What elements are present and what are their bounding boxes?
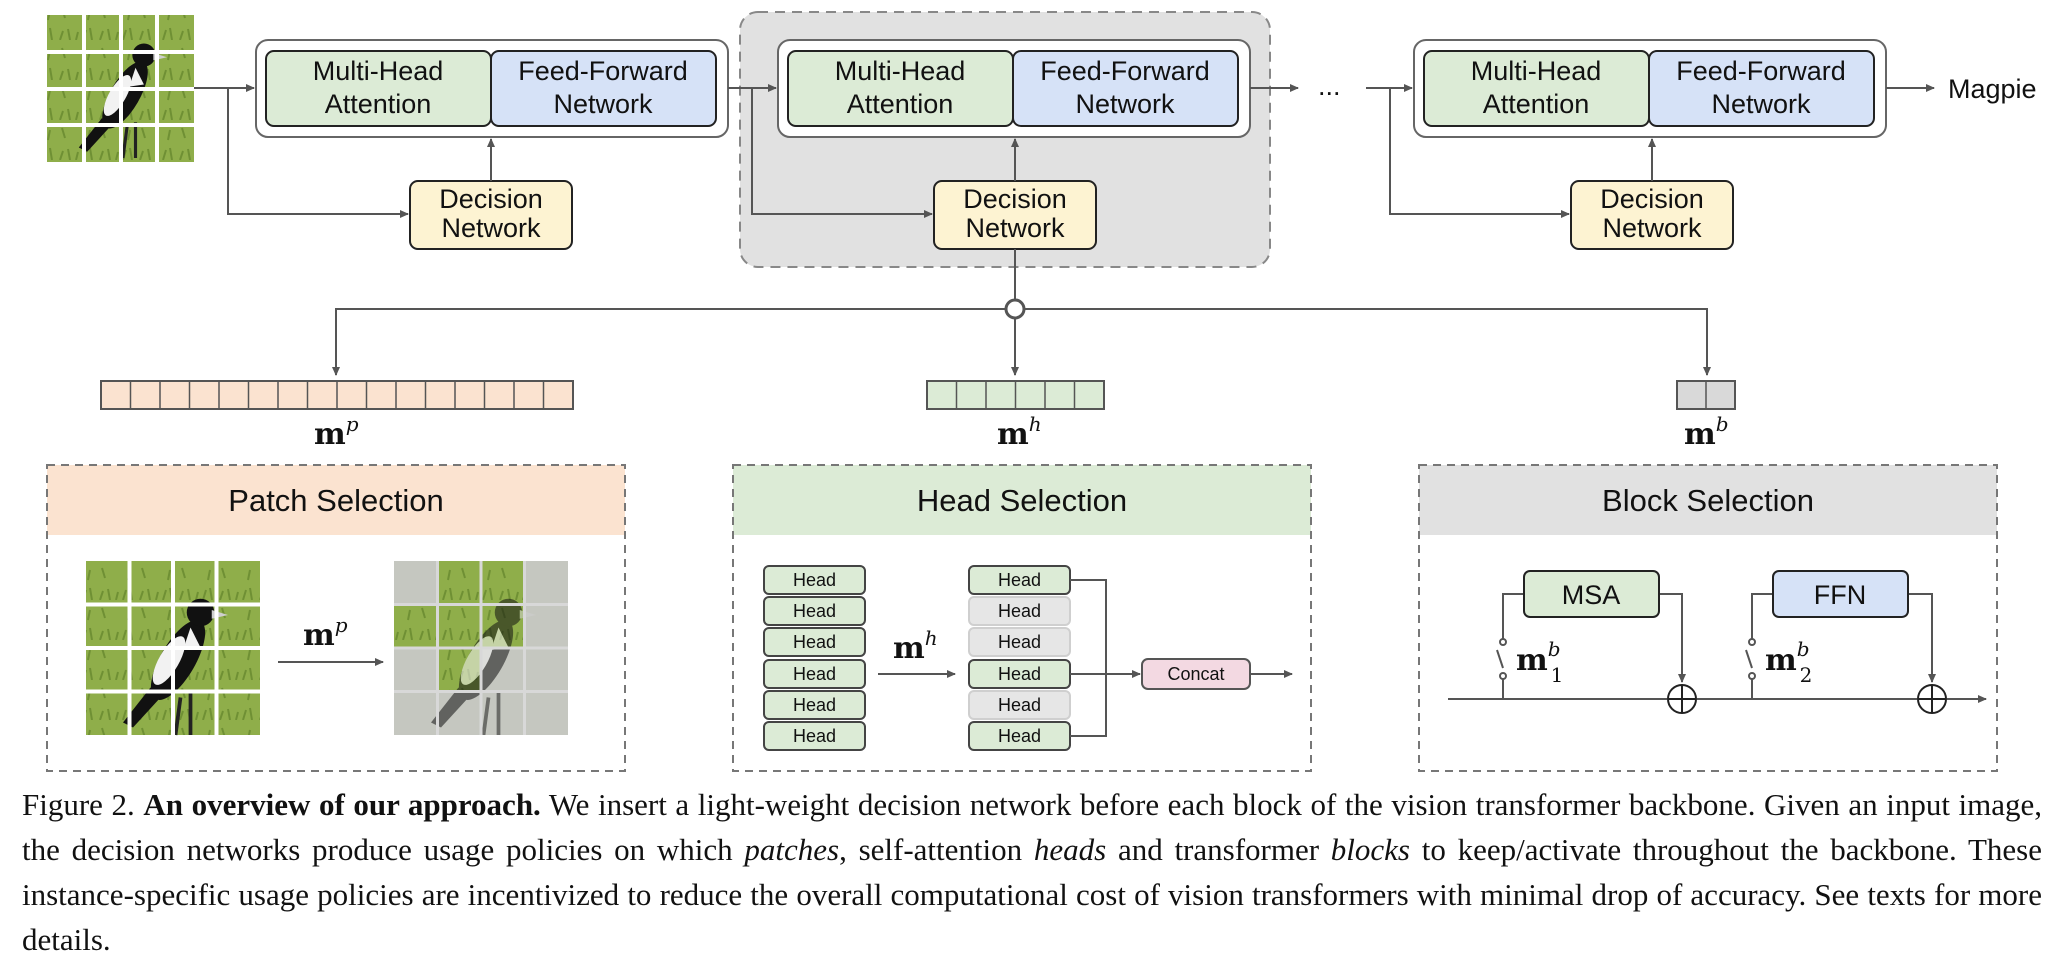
input-head-box <box>763 721 866 751</box>
head-panel-title: Head Selection <box>917 483 1127 518</box>
concat-label: Concat <box>1167 664 1224 684</box>
caption-segment: heads <box>1033 832 1107 867</box>
block-selection-panel: Block Selection MSA FFN <box>1418 464 1998 772</box>
input-head-label: Head <box>793 601 836 621</box>
overview-diagram: Multi-Head Attention Feed-Forward Networ… <box>46 11 2037 772</box>
attention-label-line2: Attention <box>847 89 954 119</box>
adder-2 <box>1917 684 1947 714</box>
mask-branch-connectors <box>332 249 1711 376</box>
input-image <box>47 15 194 162</box>
patch-panel-title: Patch Selection <box>228 483 443 518</box>
head-mask <box>926 380 1105 410</box>
ffn-label-line1: Feed-Forward <box>1040 56 1210 86</box>
attention-label-line1: Multi-Head <box>1471 56 1602 86</box>
ffn-label-line2: Network <box>553 89 653 119</box>
input-head-box <box>763 596 866 626</box>
attention-label-line2: Attention <box>325 89 432 119</box>
head-selection-panel: Head Selection HeadHeadHeadHeadHeadHead … <box>732 464 1312 772</box>
attention-label-line1: Multi-Head <box>313 56 444 86</box>
caption-segment: We insert a light-weight decision networ… <box>22 787 2043 867</box>
patch-arrow-symbol: mp <box>303 613 348 653</box>
transformer-block-1: Multi-Head Attention Feed-Forward Networ… <box>255 39 729 250</box>
decision-label-line1: Decision <box>439 184 543 214</box>
caption-figure-label: Figure 2. <box>22 787 135 822</box>
ffn-label-line1: Feed-Forward <box>1676 56 1846 86</box>
selected-head-label: Head <box>998 570 1041 590</box>
selected-head-label: Head <box>998 664 1041 684</box>
branch-node <box>1004 298 1026 320</box>
caption-body: We insert a light-weight decision networ… <box>22 787 2042 957</box>
selected-head-label: Head <box>998 632 1041 652</box>
ffn-label-line2: Network <box>1075 89 1175 119</box>
caption-segment: blocks <box>1330 832 1410 867</box>
output-label: Magpie <box>1948 74 2037 104</box>
input-head-label: Head <box>793 570 836 590</box>
msa-label: MSA <box>1562 580 1621 610</box>
ffn-label-line1: Feed-Forward <box>518 56 688 86</box>
selected-head-box <box>968 596 1071 626</box>
patch-selection-panel: Patch Selection mp <box>46 464 626 772</box>
input-head-label: Head <box>793 664 836 684</box>
decision-label-line2: Network <box>441 213 541 243</box>
decision-label-line2: Network <box>1602 213 1702 243</box>
input-head-box <box>763 627 866 657</box>
decision-label-line1: Decision <box>963 184 1067 214</box>
selected-head-label: Head <box>998 695 1041 715</box>
caption-segment: patches <box>744 832 840 867</box>
selected-head-box <box>968 627 1071 657</box>
caption-segment: to keep/activate throughout the backbone… <box>22 832 2042 957</box>
input-head-label: Head <box>793 695 836 715</box>
top-connectors <box>194 84 1935 218</box>
adder-1 <box>1667 684 1697 714</box>
attention-label-line2: Attention <box>1483 89 1590 119</box>
head-arrow-symbol: mh <box>893 626 938 666</box>
patch-input-image <box>86 561 260 737</box>
patch-mask <box>100 380 574 410</box>
input-head-box <box>763 565 866 595</box>
concat-connectors <box>1070 579 1293 737</box>
caption-bold-title: An overview of our approach. <box>143 787 541 822</box>
attention-label-line1: Multi-Head <box>835 56 966 86</box>
ffn-block-label: FFN <box>1814 580 1866 610</box>
transformer-block-2: Multi-Head Attention Feed-Forward Networ… <box>777 39 1251 250</box>
block-mask <box>1676 380 1736 410</box>
decision-label-line2: Network <box>965 213 1065 243</box>
selected-head-box <box>968 690 1071 720</box>
caption-segment: and transformer <box>1106 832 1331 867</box>
caption-segment: , self-attention <box>839 832 1034 867</box>
ellipsis: ... <box>1318 71 1341 101</box>
ffn-label-line2: Network <box>1711 89 1811 119</box>
input-head-box <box>763 659 866 689</box>
transformer-block-3: Multi-Head Attention Feed-Forward Networ… <box>1413 39 1887 250</box>
figure-caption: Figure 2. An overview of our approach. W… <box>22 782 2042 962</box>
patch-mask-symbol: mp <box>314 412 359 452</box>
input-head-label: Head <box>793 632 836 652</box>
selected-head-label: Head <box>998 601 1041 621</box>
input-head-label: Head <box>793 726 836 746</box>
block-mask-symbol: mb <box>1684 412 1729 452</box>
patch-output-image <box>394 561 568 735</box>
head-mask-symbol: mh <box>997 412 1042 452</box>
selected-head-label: Head <box>998 726 1041 746</box>
block-panel-title: Block Selection <box>1602 483 1814 518</box>
input-head-box <box>763 690 866 720</box>
decision-label-line1: Decision <box>1600 184 1704 214</box>
